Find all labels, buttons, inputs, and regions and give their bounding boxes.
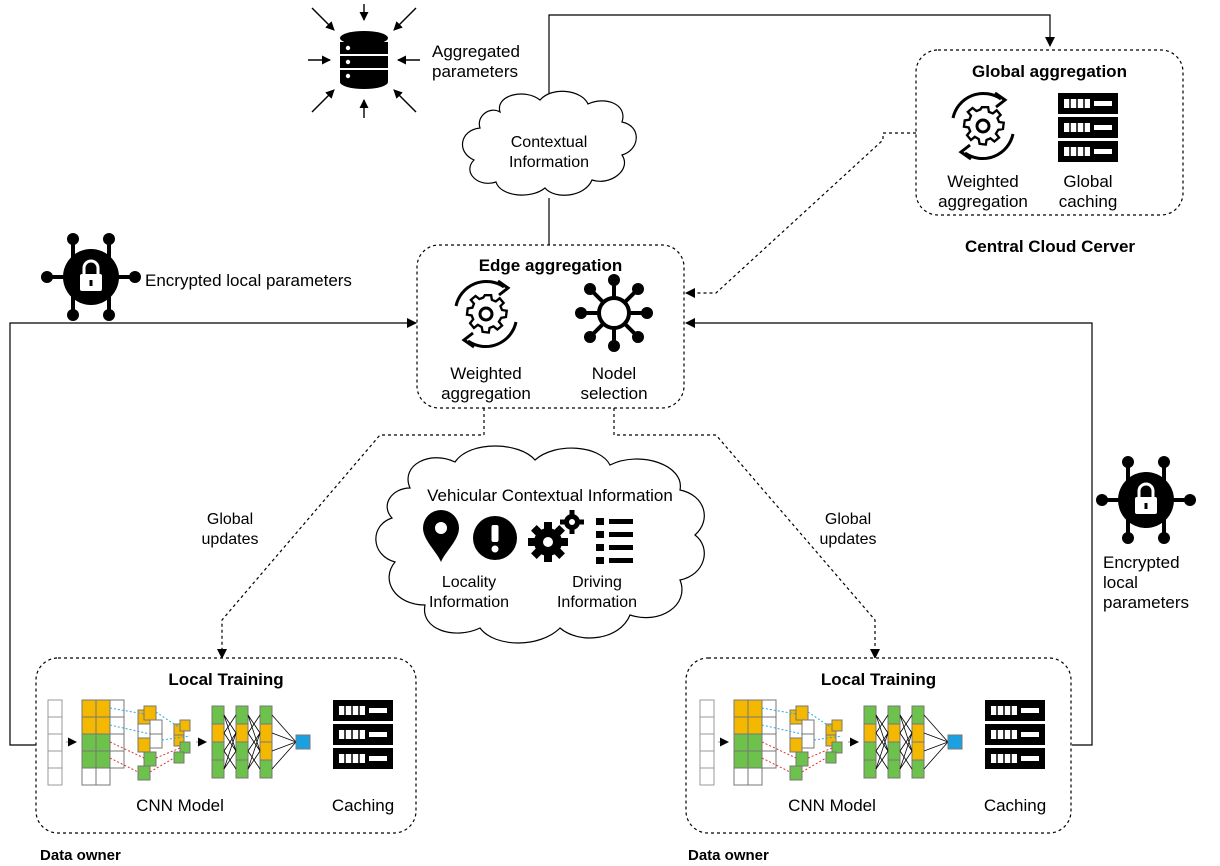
left-cnn-model-label: CNN Model <box>136 796 224 815</box>
alert-icon <box>473 516 517 560</box>
right-upload-arrow <box>685 318 1093 746</box>
central-cloud-server-label: Central Cloud Cerver <box>964 237 1136 256</box>
driving-information-label: Driving Information <box>556 574 638 611</box>
connectors <box>9 14 1093 746</box>
database-icon <box>308 4 420 118</box>
global-caching-server-icon <box>1057 92 1119 163</box>
global-updates-right-arrow <box>613 408 880 659</box>
to-cloud-arrow <box>548 14 1055 103</box>
list-icon <box>596 518 633 564</box>
cloud-to-edge-dashed <box>685 132 916 298</box>
cloud-weighted-aggregation-label: Weighted aggregation <box>938 172 1028 211</box>
left-caching-server-icon <box>332 699 394 770</box>
encrypted-local-parameters-right-label: Encrypted local parameters <box>1103 553 1189 612</box>
right-caching-label: Caching <box>983 796 1047 815</box>
global-updates-right-label: Global updates <box>819 511 877 548</box>
contextual-information-label: Contextual Information <box>508 134 590 171</box>
cloud-server-box <box>915 49 1184 216</box>
left-data-owner-label: Data owner <box>40 847 121 864</box>
aggregated-parameters-label: Aggregated parameters <box>432 42 520 81</box>
right-local-training-title: Local Training <box>820 670 937 689</box>
left-upload-arrow <box>9 318 417 746</box>
node-selection-icon <box>575 274 653 352</box>
left-local-training-title: Local Training <box>168 670 284 689</box>
vehicular-contextual-information-title: Vehicular Contextual Information <box>427 486 673 505</box>
left-caching-label: Caching <box>331 796 395 815</box>
node-selection-label: Nodel selection <box>580 364 648 403</box>
global-updates-left-label: Global updates <box>201 511 259 548</box>
left-encrypted-lock-icon <box>39 231 143 323</box>
global-caching-label: Global caching <box>1058 172 1118 211</box>
right-caching-server-icon <box>984 699 1046 770</box>
locality-information-label: Locality Information <box>428 574 510 611</box>
encrypted-local-parameters-left-label: Encrypted local parameters <box>145 271 352 290</box>
right-cnn-model-label: CNN Model <box>788 796 876 815</box>
global-aggregation-title: Global aggregation <box>972 62 1127 81</box>
right-data-owner-label: Data owner <box>688 847 769 864</box>
contextual-cloud-shape <box>462 90 637 196</box>
edge-weighted-aggregation-label: Weighted aggregation <box>441 364 531 403</box>
left-local-training-box <box>35 657 417 834</box>
global-updates-left-arrow <box>217 408 485 659</box>
right-encrypted-lock-icon <box>1094 454 1198 546</box>
edge-aggregation-box <box>416 244 685 409</box>
dashed-connectors <box>217 132 916 659</box>
right-local-training-box <box>685 657 1072 834</box>
location-pin-icon <box>423 510 459 562</box>
edge-aggregation-title: Edge aggregation <box>478 256 623 275</box>
